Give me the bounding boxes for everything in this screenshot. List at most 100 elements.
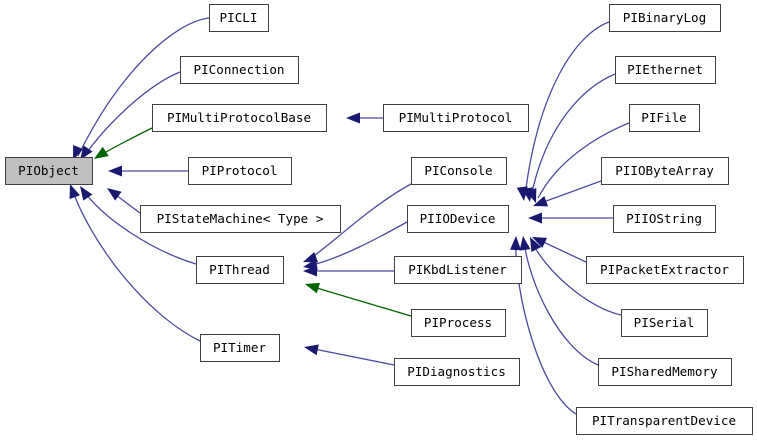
edge-line xyxy=(71,188,201,342)
class-node-picli[interactable]: PICLI xyxy=(209,4,269,32)
class-node-pitransparentdevice[interactable]: PITransparentDevice xyxy=(576,407,753,435)
class-node-pimultiprotocol[interactable]: PIMultiProtocol xyxy=(383,104,529,132)
class-node-box[interactable] xyxy=(5,157,93,185)
edge-piprocess-to-pithread xyxy=(305,282,412,317)
class-node-piprotocol[interactable]: PIProtocol xyxy=(188,157,292,185)
class-node-label: PIProcess xyxy=(424,315,492,330)
edge-pisharedmemory-to-piiodevice xyxy=(519,236,599,366)
class-node-pitimer[interactable]: PITimer xyxy=(200,334,280,362)
edge-line xyxy=(84,71,181,156)
edge-arrowhead xyxy=(305,282,320,294)
edge-arrowhead xyxy=(73,144,84,160)
class-node-box[interactable] xyxy=(621,309,708,337)
class-node-label: PITransparentDevice xyxy=(592,413,736,428)
edge-line xyxy=(523,240,599,366)
class-node-piiostring[interactable]: PIIOString xyxy=(613,205,716,233)
class-node-piobject[interactable]: PIObject xyxy=(5,157,93,185)
edge-line xyxy=(524,21,610,197)
edge-arrowhead xyxy=(94,146,109,159)
class-node-pipacketextractor[interactable]: PIPacketExtractor xyxy=(586,256,744,284)
class-node-piconsole[interactable]: PIConsole xyxy=(411,157,507,185)
edge-line xyxy=(531,241,622,316)
class-node-label: PIKbdListener xyxy=(408,262,507,277)
class-node-box[interactable] xyxy=(209,4,269,32)
class-node-box[interactable] xyxy=(383,104,529,132)
class-node-box[interactable] xyxy=(629,104,700,132)
class-node-pithread[interactable]: PIThread xyxy=(196,256,284,284)
class-node-box[interactable] xyxy=(188,157,292,185)
class-node-box[interactable] xyxy=(407,205,509,233)
edge-piserial-to-piiodevice xyxy=(530,237,622,316)
edge-arrowhead xyxy=(80,145,93,160)
class-node-label: PIDiagnostics xyxy=(407,364,506,379)
class-node-piethernet[interactable]: PIEthernet xyxy=(615,56,716,84)
class-node-piserial[interactable]: PISerial xyxy=(621,309,708,337)
class-node-label: PIObject xyxy=(18,163,79,178)
edge-line xyxy=(537,180,602,205)
edge-pibinarylog-to-piiodevice xyxy=(516,21,610,201)
edge-arrowhead xyxy=(532,237,548,248)
nodes-layer: PIObject PICLI PIConnectionPIMultiProtocol… xyxy=(5,4,753,435)
class-node-box[interactable] xyxy=(586,256,744,284)
class-node-box[interactable] xyxy=(394,358,520,386)
edge-arrowhead xyxy=(69,184,80,200)
class-node-box[interactable] xyxy=(411,309,506,337)
class-node-pibinarylog[interactable]: PIBinaryLog xyxy=(609,4,721,32)
edge-pithread-to-piobject xyxy=(80,186,197,265)
edge-line xyxy=(515,240,577,415)
edge-pimultiprotocol-to-pimultiprotocolbase xyxy=(346,112,383,124)
class-node-pifile[interactable]: PIFile xyxy=(629,104,700,132)
class-node-pimultiprotocolbase[interactable]: PIMultiProtocolBase xyxy=(152,104,327,132)
class-node-pisharedmemory[interactable]: PISharedMemory xyxy=(598,358,732,386)
class-node-box[interactable] xyxy=(615,56,716,84)
class-node-label: PIPacketExtractor xyxy=(600,262,729,277)
class-node-pikbdlistener[interactable]: PIKbdListener xyxy=(394,256,522,284)
class-node-label: PISerial xyxy=(634,315,695,330)
class-node-box[interactable] xyxy=(411,157,507,185)
class-node-box[interactable] xyxy=(598,358,732,386)
edge-arrowhead xyxy=(303,252,319,263)
class-node-label: PISharedMemory xyxy=(611,364,718,379)
edge-arrowhead xyxy=(304,344,319,356)
edge-line xyxy=(309,285,412,317)
edge-arrowhead xyxy=(303,265,317,277)
edge-arrowhead xyxy=(510,236,522,251)
class-node-box[interactable] xyxy=(601,157,729,185)
class-node-box[interactable] xyxy=(394,256,522,284)
class-node-pidiagnostics[interactable]: PIDiagnostics xyxy=(394,358,520,386)
class-node-box[interactable] xyxy=(152,104,327,132)
class-node-box[interactable] xyxy=(609,4,721,32)
edge-pikbdlistener-to-pithread xyxy=(303,265,394,277)
class-node-box[interactable] xyxy=(613,205,716,233)
edge-line xyxy=(537,122,630,199)
class-node-label: PIStateMachine< Type > xyxy=(157,211,324,226)
class-node-label: PIConsole xyxy=(424,163,492,178)
edge-arrowhead xyxy=(108,165,122,177)
class-node-box[interactable] xyxy=(180,56,299,84)
class-node-label: PIBinaryLog xyxy=(623,10,706,25)
class-node-label: PIProtocol xyxy=(202,163,278,178)
edge-arrowhead xyxy=(107,188,122,201)
class-node-box[interactable] xyxy=(200,334,280,362)
edge-line xyxy=(307,221,408,267)
class-node-piiodevice[interactable]: PIIODevice xyxy=(407,205,509,233)
edge-line xyxy=(82,189,197,265)
class-node-label: PIIOByteArray xyxy=(615,163,714,178)
class-node-box[interactable] xyxy=(140,205,341,233)
class-node-pistatemachine[interactable]: PIStateMachine< Type > xyxy=(140,205,341,233)
class-node-piprocess[interactable]: PIProcess xyxy=(411,309,506,337)
edge-arrowhead xyxy=(528,212,542,224)
class-node-label: PIConnection xyxy=(194,62,285,77)
class-node-box[interactable] xyxy=(576,407,753,435)
class-node-piiobytearray[interactable]: PIIOByteArray xyxy=(601,157,729,185)
class-node-label: PIEthernet xyxy=(627,62,703,77)
edge-picli-to-piobject xyxy=(73,17,210,160)
edge-line xyxy=(536,238,587,263)
edge-piprotocol-to-piobject xyxy=(108,165,188,177)
class-node-piconnection[interactable]: PIConnection xyxy=(180,56,299,84)
edge-pifile-to-piiodevice xyxy=(526,122,630,203)
class-node-box[interactable] xyxy=(196,256,284,284)
class-node-label: PICLI xyxy=(220,10,258,25)
